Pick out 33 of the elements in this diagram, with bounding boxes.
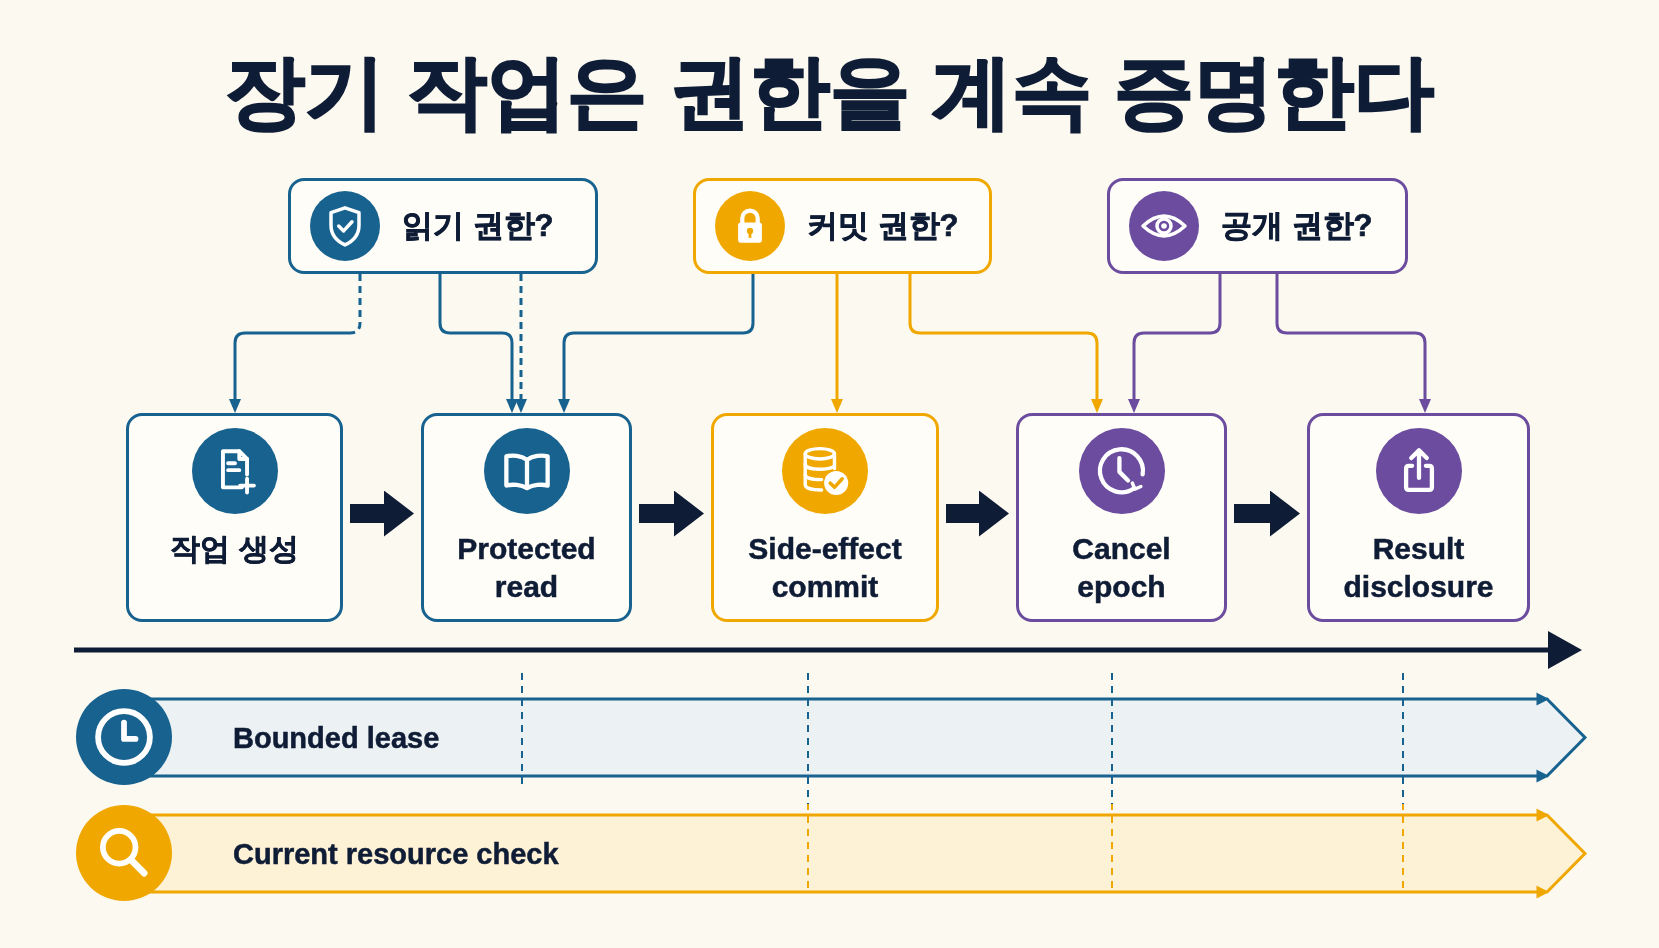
arrow <box>1128 274 1222 413</box>
step-label: Side-effect commit <box>747 531 903 605</box>
arrow <box>558 274 755 413</box>
step-box <box>1307 413 1530 622</box>
title: 장기 작업은 권한을 계속 증명한다 <box>225 46 1434 138</box>
step-box <box>1016 413 1227 622</box>
lane-band <box>76 805 1588 902</box>
question-box <box>693 178 992 274</box>
lane-label: Current resource check <box>233 836 559 872</box>
block-arrow <box>350 490 414 537</box>
arrow <box>438 274 518 413</box>
step-box <box>711 413 939 622</box>
question-label: 공개 권한? <box>1221 207 1373 245</box>
step-label: Cancel epoch <box>1071 531 1172 605</box>
arrow <box>1275 274 1431 413</box>
step-label: 작업 생성 <box>169 531 300 567</box>
block-arrow <box>946 490 1009 537</box>
arrow <box>229 274 362 413</box>
question-label: 읽기 권한? <box>402 207 554 245</box>
step-label: Protected read <box>456 531 597 605</box>
lane-band <box>76 689 1588 786</box>
arrow <box>831 274 843 413</box>
step-box <box>421 413 632 622</box>
arrow <box>908 274 1103 413</box>
lane-label: Bounded lease <box>233 720 440 756</box>
block-arrow <box>1234 490 1300 537</box>
question-label: 커밋 권한? <box>807 207 959 245</box>
arrow <box>515 274 527 413</box>
question-box <box>1107 178 1408 274</box>
question-box <box>288 178 598 274</box>
step-label: Result disclosure <box>1342 531 1495 605</box>
block-arrow <box>639 490 704 537</box>
step-box <box>126 413 343 622</box>
